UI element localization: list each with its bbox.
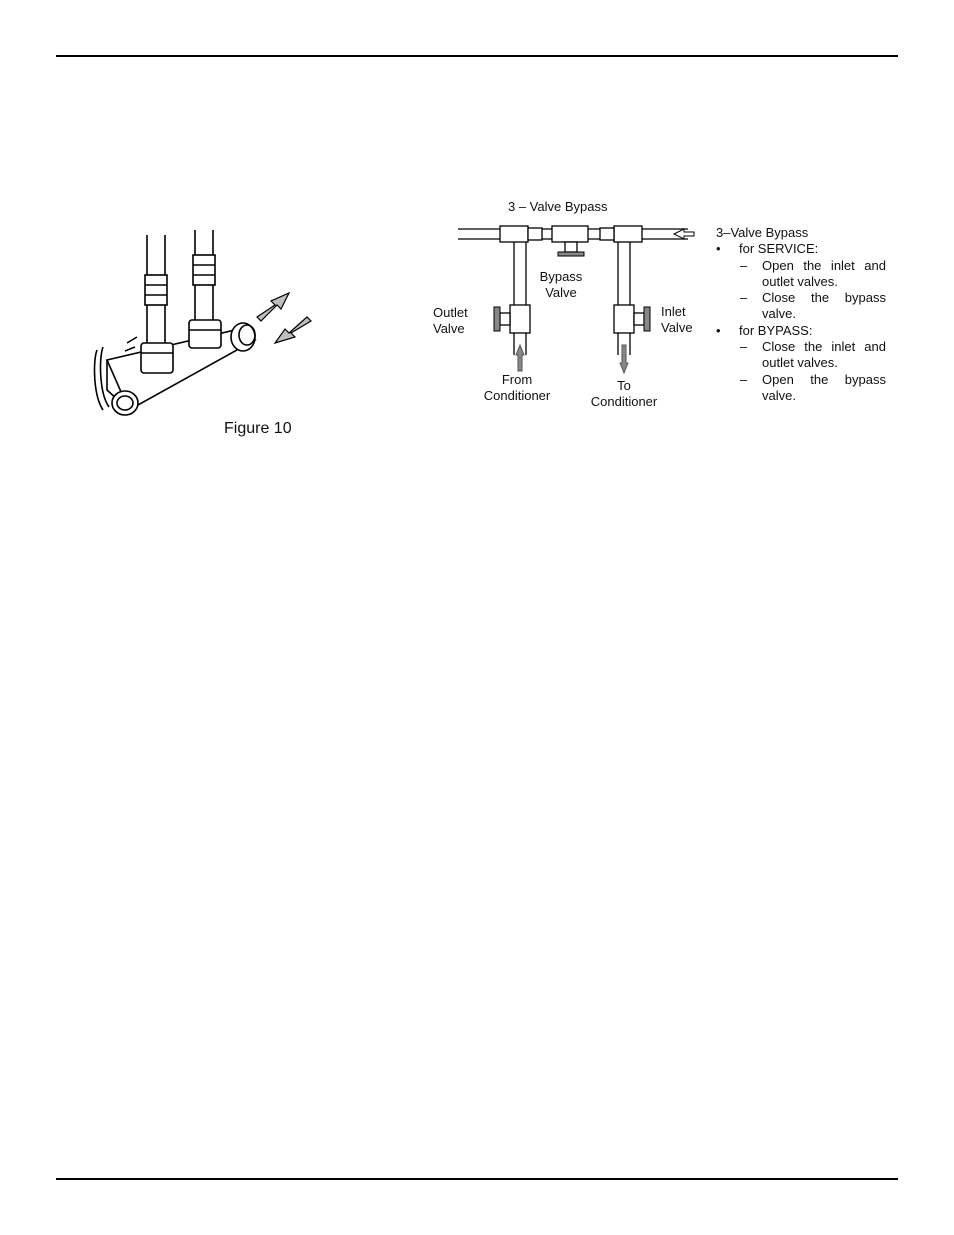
outlet-valve-label: Outlet Valve bbox=[433, 305, 468, 337]
inlet-valve-label: Inlet Valve bbox=[661, 304, 693, 336]
bypass-step: Open the bypass valve. bbox=[716, 372, 886, 405]
figure-caption: Figure 10 bbox=[224, 420, 292, 438]
bypass-valve-illustration bbox=[85, 225, 325, 425]
header-rule bbox=[56, 55, 898, 57]
from-conditioner-label: From Conditioner bbox=[480, 372, 554, 404]
bypass-instructions-title: 3–Valve Bypass bbox=[716, 225, 886, 241]
service-step: Open the inlet and outlet valves. bbox=[716, 258, 886, 291]
bypass-schematic: 3 – Valve Bypass Bypass Valve Outlet Val… bbox=[430, 195, 730, 415]
bypass-heading: for BYPASS: bbox=[716, 323, 886, 339]
bypass-valve-label: Bypass Valve bbox=[536, 269, 586, 301]
bypass-instructions: 3–Valve Bypass for SERVICE: Open the inl… bbox=[716, 225, 886, 404]
schematic-title: 3 – Valve Bypass bbox=[508, 199, 607, 215]
footer-rule bbox=[56, 1178, 898, 1180]
bypass-step: Close the inlet and outlet valves. bbox=[716, 339, 886, 372]
to-conditioner-label: To Conditioner bbox=[587, 378, 661, 410]
service-step: Close the bypass valve. bbox=[716, 290, 886, 323]
service-heading: for SERVICE: bbox=[716, 241, 886, 257]
